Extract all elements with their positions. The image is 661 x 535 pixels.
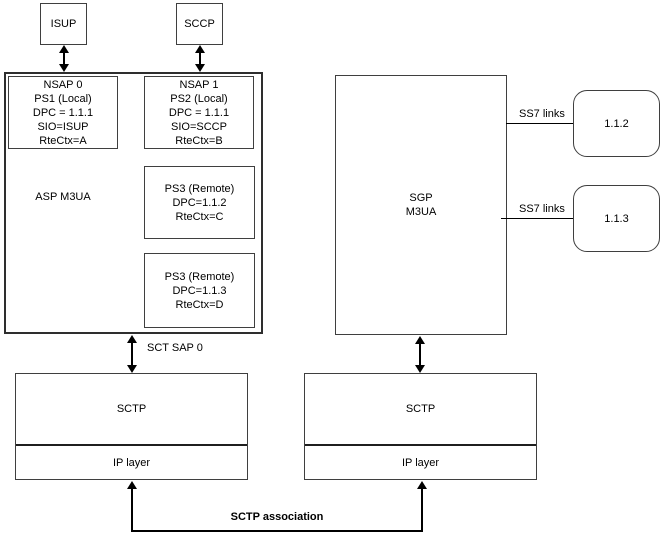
ps3-remote-d-box: PS3 (Remote) DPC=1.1.3 RteCtx=D: [144, 253, 255, 328]
ss7-node-112-box: 1.1.2: [573, 90, 660, 157]
asp-label: ASP M3UA: [35, 191, 91, 203]
sgp-label-line2: M3UA: [405, 206, 437, 218]
sgp-m3ua-box: SGP M3UA: [335, 75, 507, 335]
nsap0-box: NSAP 0 PS1 (Local) DPC = 1.1.1 SIO=ISUP …: [8, 76, 118, 149]
sccp-label: SCCP: [184, 18, 215, 30]
nsap1-rtectx: RteCtx=B: [175, 134, 223, 147]
right-ip-layer-box: IP layer: [305, 446, 536, 479]
arrowhead-up-icon: [59, 45, 69, 53]
ps3d-rtectx: RteCtx=D: [175, 298, 224, 311]
arrowhead-down-icon: [127, 365, 137, 373]
ss7-node-112-label: 1.1.2: [604, 117, 629, 130]
isup-label: ISUP: [50, 18, 77, 30]
right-sctp-box: SCTP: [305, 374, 536, 446]
sgp-label-line1: SGP: [409, 192, 433, 204]
arrowhead-up-icon: [127, 335, 137, 343]
nsap0-sio: SIO=ISUP: [37, 120, 89, 133]
right-sctp-label: SCTP: [405, 403, 436, 415]
left-sctp-label: SCTP: [116, 403, 147, 415]
arrowhead-up-icon: [127, 481, 137, 489]
nsap0-title: NSAP 0: [43, 78, 83, 91]
nsap0-dpc: DPC = 1.1.1: [32, 106, 94, 119]
asp-sctp-double-arrow-icon: [127, 335, 137, 373]
sgp-sctp-double-arrow-icon: [415, 336, 425, 373]
ss7-node-113-box: 1.1.3: [573, 185, 660, 252]
arrowhead-down-icon: [415, 365, 425, 373]
sctp-association-label: SCTP association: [230, 511, 324, 523]
arrowhead-up-icon: [417, 481, 427, 489]
nsap1-sio: SIO=SCCP: [171, 120, 227, 133]
sccp-asp-double-arrow-icon: [195, 45, 205, 72]
left-sctp-box: SCTP: [16, 374, 247, 446]
ss7-node-113-label: 1.1.3: [604, 212, 629, 225]
isup-box: ISUP: [40, 3, 87, 45]
ps3c-title: PS3 (Remote): [164, 182, 235, 195]
ps3c-rtectx: RteCtx=C: [175, 210, 224, 223]
right-sctp-ip-stack: SCTP IP layer: [304, 373, 537, 480]
ss7-link-line-2: [501, 218, 573, 219]
arrowhead-up-icon: [195, 45, 205, 53]
ss7-link-line-1: [506, 123, 573, 124]
arrowhead-up-icon: [415, 336, 425, 344]
arrowhead-down-icon: [195, 64, 205, 72]
ps3d-title: PS3 (Remote): [164, 270, 235, 283]
sct-sap-label: SCT SAP 0: [147, 342, 203, 354]
nsap1-ps: PS2 (Local): [170, 92, 228, 105]
association-right-arrow-icon: [417, 481, 427, 532]
right-ip-layer-label: IP layer: [401, 456, 440, 469]
ss7-links-label-2: SS7 links: [519, 203, 565, 215]
ss7-links-label-1: SS7 links: [519, 108, 565, 120]
isup-asp-double-arrow-icon: [59, 45, 69, 72]
nsap1-box: NSAP 1 PS2 (Local) DPC = 1.1.1 SIO=SCCP …: [144, 76, 254, 149]
nsap1-dpc: DPC = 1.1.1: [168, 106, 230, 119]
arrowhead-down-icon: [59, 64, 69, 72]
association-bottom-line: [131, 530, 423, 532]
nsap0-rtectx: RteCtx=A: [39, 134, 87, 147]
ps3d-dpc: DPC=1.1.3: [172, 284, 227, 297]
left-ip-layer-box: IP layer: [16, 446, 247, 479]
left-ip-layer-label: IP layer: [112, 456, 151, 469]
sccp-box: SCCP: [176, 3, 223, 45]
ps3c-dpc: DPC=1.1.2: [172, 196, 227, 209]
nsap1-title: NSAP 1: [179, 78, 219, 91]
left-sctp-ip-stack: SCTP IP layer: [15, 373, 248, 480]
ps3-remote-c-box: PS3 (Remote) DPC=1.1.2 RteCtx=C: [144, 166, 255, 239]
nsap0-ps: PS1 (Local): [34, 92, 92, 105]
association-left-arrow-icon: [127, 481, 137, 532]
